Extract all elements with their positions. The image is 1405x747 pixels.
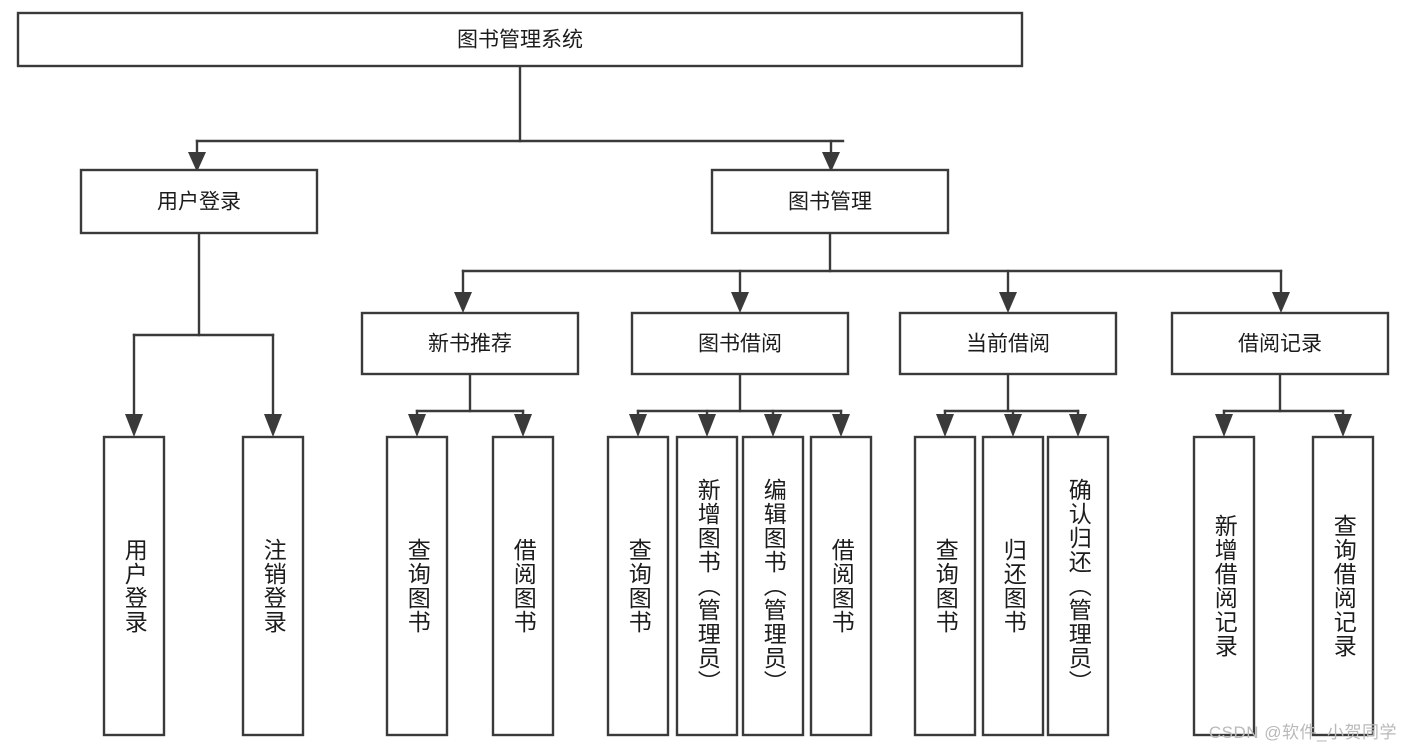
node-leaf-logout-login-label: 注销登录 (260, 538, 287, 634)
node-new-book-recommend[interactable]: 新书推荐 (360, 311, 580, 376)
node-leaf-logout-login[interactable]: 注销登录 (241, 435, 305, 737)
node-leaf-query-book-3-box[interactable] (913, 435, 977, 737)
node-leaf-add-record-box[interactable] (1192, 435, 1256, 737)
node-book-management-label: 图书管理 (788, 191, 872, 214)
node-borrow-record-label: 借阅记录 (1238, 333, 1322, 356)
node-new-book-recommend-label: 新书推荐 (428, 333, 512, 356)
node-current-borrow[interactable]: 当前借阅 (898, 311, 1118, 376)
node-leaf-add-book[interactable]: 新增图书（管理员） (675, 435, 739, 737)
arrow-leaf-edit-book (764, 414, 782, 437)
node-leaf-edit-book[interactable]: 编辑图书（管理员） (741, 435, 805, 737)
arrow-leaf-query-record (1334, 414, 1352, 437)
node-leaf-borrow-book-2[interactable]: 借阅图书 (809, 435, 873, 737)
node-leaf-logout-login-box[interactable] (241, 435, 305, 737)
node-leaf-return-book[interactable]: 归还图书 (981, 435, 1045, 737)
node-new-book-recommend-box[interactable] (360, 311, 580, 376)
watermark-text: CSDN @软件_小贺同学 (1208, 723, 1397, 742)
arrow-leaf-confirm-return (1069, 414, 1087, 437)
node-leaf-confirm-return-box[interactable] (1046, 435, 1110, 737)
node-leaf-query-book-3[interactable]: 查询图书 (913, 435, 977, 737)
arrow-leaf-add-book (698, 414, 716, 437)
node-user-login[interactable]: 用户登录 (79, 168, 319, 235)
arrow-leaf-borrow-book-2 (832, 414, 850, 437)
arrow-book-borrow (731, 292, 749, 313)
node-leaf-query-book-1-label: 查询图书 (404, 538, 431, 634)
node-book-borrow[interactable]: 图书借阅 (630, 311, 850, 376)
node-leaf-user-login[interactable]: 用户登录 (102, 435, 166, 737)
node-leaf-query-book-1[interactable]: 查询图书 (385, 435, 449, 737)
arrow-current-borrow (999, 292, 1017, 313)
node-root[interactable]: 图书管理系统 (16, 11, 1024, 68)
node-book-borrow-box[interactable] (630, 311, 850, 376)
node-user-login-label: 用户登录 (157, 191, 241, 214)
arrow-leaf-user-login (125, 414, 143, 437)
node-leaf-borrow-book-1-box[interactable] (491, 435, 555, 737)
node-leaf-query-book-3-label: 查询图书 (932, 538, 959, 634)
connectors-layer (125, 64, 1352, 437)
node-user-login-box[interactable] (79, 168, 319, 235)
node-leaf-add-book-label: 新增图书（管理员） (694, 478, 721, 694)
node-leaf-user-login-box[interactable] (102, 435, 166, 737)
node-borrow-record-box[interactable] (1170, 311, 1390, 376)
node-leaf-return-book-box[interactable] (981, 435, 1045, 737)
node-leaf-return-book-label: 归还图书 (1000, 538, 1027, 634)
arrow-leaf-query-book-2 (629, 414, 647, 437)
node-book-management[interactable]: 图书管理 (710, 168, 950, 235)
node-book-management-box[interactable] (710, 168, 950, 235)
node-leaf-borrow-book-2-box[interactable] (809, 435, 873, 737)
arrow-leaf-return-book (1004, 414, 1022, 437)
node-leaf-confirm-return[interactable]: 确认归还（管理员） (1046, 435, 1110, 737)
node-leaf-query-book-2[interactable]: 查询图书 (606, 435, 670, 737)
node-leaf-query-book-2-label: 查询图书 (625, 538, 652, 634)
node-leaf-edit-book-box[interactable] (741, 435, 805, 737)
node-leaf-add-book-box[interactable] (675, 435, 739, 737)
node-root-box[interactable] (16, 11, 1024, 68)
node-leaf-query-record[interactable]: 查询借阅记录 (1311, 435, 1375, 737)
arrow-user-login (188, 152, 206, 172)
node-leaf-add-record-label: 新增借阅记录 (1211, 514, 1238, 658)
node-book-borrow-label: 图书借阅 (698, 333, 782, 356)
node-borrow-record[interactable]: 借阅记录 (1170, 311, 1390, 376)
node-leaf-query-record-label: 查询借阅记录 (1330, 514, 1357, 658)
arrow-leaf-query-book-3 (936, 414, 954, 437)
node-leaf-edit-book-label: 编辑图书（管理员） (760, 478, 787, 694)
node-leaf-borrow-book-2-label: 借阅图书 (828, 538, 855, 634)
node-leaf-borrow-book-1[interactable]: 借阅图书 (491, 435, 555, 737)
arrow-borrow-record (1272, 292, 1290, 313)
node-leaf-query-book-2-box[interactable] (606, 435, 670, 737)
arrow-leaf-logout-login (264, 414, 282, 437)
node-leaf-user-login-label: 用户登录 (121, 538, 148, 634)
node-leaf-borrow-book-1-label: 借阅图书 (510, 538, 537, 634)
node-current-borrow-label: 当前借阅 (966, 333, 1050, 356)
node-leaf-query-book-1-box[interactable] (385, 435, 449, 737)
node-leaf-query-record-box[interactable] (1311, 435, 1375, 737)
node-root-label: 图书管理系统 (457, 29, 583, 52)
arrow-new-book-recommend (454, 292, 472, 313)
arrow-leaf-borrow-book-1 (514, 414, 532, 437)
node-leaf-add-record[interactable]: 新增借阅记录 (1192, 435, 1256, 737)
arrow-leaf-query-book-1 (408, 414, 426, 437)
arrow-book-management (822, 152, 840, 172)
node-leaf-confirm-return-label: 确认归还（管理员） (1065, 478, 1092, 694)
arrow-leaf-add-record (1215, 414, 1233, 437)
node-current-borrow-box[interactable] (898, 311, 1118, 376)
